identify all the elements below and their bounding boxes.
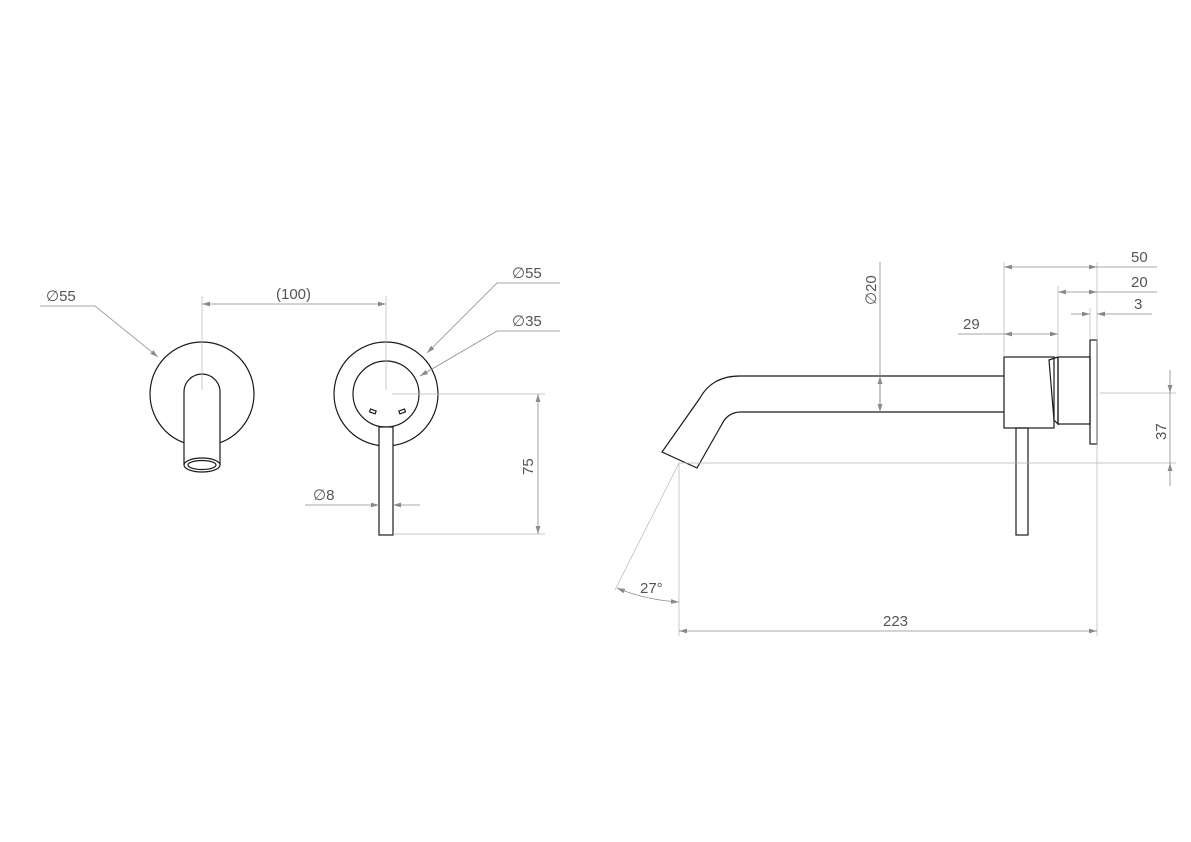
dim-label: ∅8 xyxy=(313,487,334,504)
wall-plate-side xyxy=(1089,339,1098,445)
dim-label: 20 xyxy=(1131,274,1148,291)
dim-label: 3 xyxy=(1134,296,1142,313)
mixer-cartridge-side xyxy=(1057,356,1091,425)
dim-label: ∅35 xyxy=(512,313,542,330)
dim-body-depth: 20 xyxy=(1058,274,1157,295)
front-view-spout xyxy=(149,296,255,473)
dim-handle-diameter: ∅8 xyxy=(305,487,420,508)
dim-overall-depth: 50 xyxy=(1004,249,1157,270)
mixer-body-side xyxy=(1003,356,1055,429)
mixer-mark xyxy=(368,408,377,415)
dim-spout-reach: 223 xyxy=(679,613,1097,634)
dim-spout-diameter: ∅20 xyxy=(863,262,883,412)
dim-label: 27° xyxy=(640,580,663,597)
spout-outlet-inner xyxy=(187,459,217,471)
dim-label: 29 xyxy=(963,316,980,333)
dim-label: ∅55 xyxy=(512,265,542,282)
dim-outlet-height: 37 xyxy=(679,370,1176,486)
dim-label: 75 xyxy=(520,458,537,475)
front-view-mixer xyxy=(333,296,439,536)
dim-label: 37 xyxy=(1153,423,1170,440)
mixer-handle xyxy=(378,426,394,536)
dim-label: 50 xyxy=(1131,249,1148,266)
dim-center-distance: (100) xyxy=(202,286,386,307)
side-view xyxy=(661,339,1098,536)
dim-mixer-body-diameter: ∅35 xyxy=(419,313,560,377)
dim-spout-plate-diameter: ∅55 xyxy=(40,288,159,358)
dim-handle-length: 75 xyxy=(392,393,545,535)
dim-label: (100) xyxy=(276,286,311,303)
dim-label: ∅55 xyxy=(46,288,76,305)
dim-spout-angle: 27° xyxy=(614,462,680,636)
dim-label: ∅20 xyxy=(863,275,880,305)
dim-handle-offset: 29 xyxy=(958,316,1058,337)
handle-side xyxy=(1015,427,1029,536)
dim-mixer-plate-diameter: ∅55 xyxy=(426,265,560,354)
dim-label: 223 xyxy=(883,613,908,630)
dim-plate-thickness: 3 xyxy=(1071,296,1152,317)
spout-side xyxy=(661,375,1004,469)
mixer-mark xyxy=(398,408,407,415)
